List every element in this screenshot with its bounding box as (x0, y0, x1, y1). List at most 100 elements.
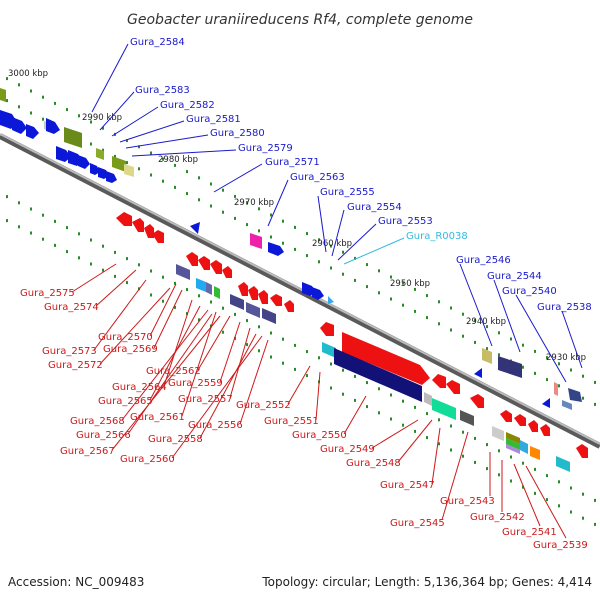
tick-dot (246, 319, 248, 323)
leader-line (163, 299, 193, 387)
leader-line (343, 395, 367, 435)
feature-arrow (328, 296, 334, 304)
gene-label[interactable]: Gura_2562 (146, 366, 201, 377)
tick-dot (438, 418, 440, 422)
gene-label[interactable]: Gura_2574 (44, 302, 99, 313)
tick-dot (414, 429, 416, 433)
gene-label[interactable]: Gura_2582 (160, 100, 215, 111)
tick-dot (498, 331, 500, 335)
tick-dot (558, 480, 560, 484)
feature-arrow (246, 302, 260, 318)
tick-dot (546, 378, 548, 382)
gene-label[interactable]: Gura_2560 (120, 454, 175, 465)
gene-label[interactable]: Gura_2567 (60, 446, 115, 457)
gene-label[interactable]: Gura_2538 (537, 302, 592, 313)
gene-label[interactable]: Gura_2558 (148, 434, 203, 445)
tick-dot (90, 238, 92, 242)
gene-label[interactable]: Gura_R0038 (406, 231, 468, 242)
tick-dot (258, 325, 260, 329)
gene-label[interactable]: Gura_2541 (502, 527, 557, 538)
gene-label[interactable]: Gura_2543 (440, 496, 495, 507)
gene-label[interactable]: Gura_2581 (186, 114, 241, 125)
leader-line (459, 263, 493, 347)
tick-dot (426, 316, 428, 320)
gene-label[interactable]: Gura_2580 (210, 128, 265, 139)
tick-dot (570, 510, 572, 514)
gene-label[interactable]: Gura_2559 (168, 378, 223, 389)
gene-label[interactable]: Gura_2546 (456, 255, 511, 266)
tick-dot (6, 219, 8, 223)
feature-arrow (90, 163, 100, 175)
leader-line (95, 269, 137, 307)
gene-label[interactable]: Gura_2584 (130, 37, 185, 48)
gene-label[interactable]: Gura_2564 (112, 382, 167, 393)
gene-label[interactable]: Gura_2572 (48, 360, 103, 371)
tick-dot (390, 297, 392, 301)
tick-dot (342, 368, 344, 372)
gene-label[interactable]: Gura_2548 (346, 458, 401, 469)
gene-label[interactable]: Gura_2539 (533, 540, 588, 551)
gene-label[interactable]: Gura_2557 (178, 394, 233, 405)
gene-label[interactable]: Gura_2540 (502, 286, 557, 297)
tick-dot (318, 356, 320, 360)
leader-line (213, 163, 263, 193)
feature-arrow (248, 286, 258, 300)
gene-label[interactable]: Gura_2583 (135, 85, 190, 96)
tick-dot (546, 498, 548, 502)
gene-label[interactable]: Gura_2555 (320, 187, 375, 198)
gene-label[interactable]: Gura_2561 (130, 412, 185, 423)
gene-label[interactable]: Gura_2551 (264, 416, 319, 427)
gene-label[interactable]: Gura_2544 (487, 271, 542, 282)
gene-label[interactable]: Gura_2554 (347, 202, 402, 213)
gene-label[interactable]: Gura_2568 (70, 416, 125, 427)
leader-line (91, 43, 129, 113)
feature-arrow (78, 155, 90, 169)
gene-label[interactable]: Gura_2570 (98, 332, 153, 343)
tick-dot (558, 504, 560, 508)
gene-label[interactable]: Gura_2565 (98, 396, 153, 407)
feature-arrow (542, 398, 550, 408)
tick-dot (150, 269, 152, 273)
tick-dot (414, 309, 416, 313)
gene-label[interactable]: Gura_2579 (238, 143, 293, 154)
gene-label[interactable]: Gura_2549 (320, 444, 375, 455)
gene-label[interactable]: Gura_2571 (265, 157, 320, 168)
tick-dot (474, 318, 476, 322)
gene-label[interactable]: Gura_2545 (390, 518, 445, 529)
gene-label[interactable]: Gura_2553 (378, 216, 433, 227)
tick-dot (114, 154, 116, 158)
gene-label[interactable]: Gura_2573 (42, 346, 97, 357)
tick-dot (474, 460, 476, 464)
tick-dot (150, 173, 152, 177)
leader-line (515, 294, 567, 383)
tick-dot (126, 139, 128, 143)
gene-label[interactable]: Gura_2569 (103, 344, 158, 355)
feature-arrow (506, 438, 520, 450)
scale-labels: 3000 kbp 2990 kbp 2980 kbp 2970 kbp 2960… (8, 69, 586, 363)
tick-dot (558, 384, 560, 388)
tick-dot (90, 262, 92, 266)
tick-dot (42, 237, 44, 241)
tick-dot (582, 492, 584, 496)
tick-dot (198, 294, 200, 298)
leader-line (99, 287, 171, 365)
gene-label[interactable]: Gura_2542 (470, 512, 525, 523)
gene-label[interactable]: Gura_2563 (290, 172, 345, 183)
gene-label[interactable]: Gura_2556 (188, 420, 243, 431)
feature-arrow (530, 446, 540, 460)
tick-dot (306, 254, 308, 258)
gene-label[interactable]: Gura_2547 (380, 480, 435, 491)
feature-arrow (96, 148, 104, 160)
gene-label[interactable]: Gura_2575 (20, 288, 75, 299)
gene-label[interactable]: Gura_2566 (76, 430, 131, 441)
gene-label[interactable]: Gura_2550 (292, 430, 347, 441)
tick-dot (198, 198, 200, 202)
gene-label[interactable]: Gura_2552 (236, 400, 291, 411)
tick-dot (366, 285, 368, 289)
tick-dot (402, 423, 404, 427)
leader-line (149, 283, 177, 337)
tick-dot (438, 300, 440, 304)
tick-dot (258, 229, 260, 233)
